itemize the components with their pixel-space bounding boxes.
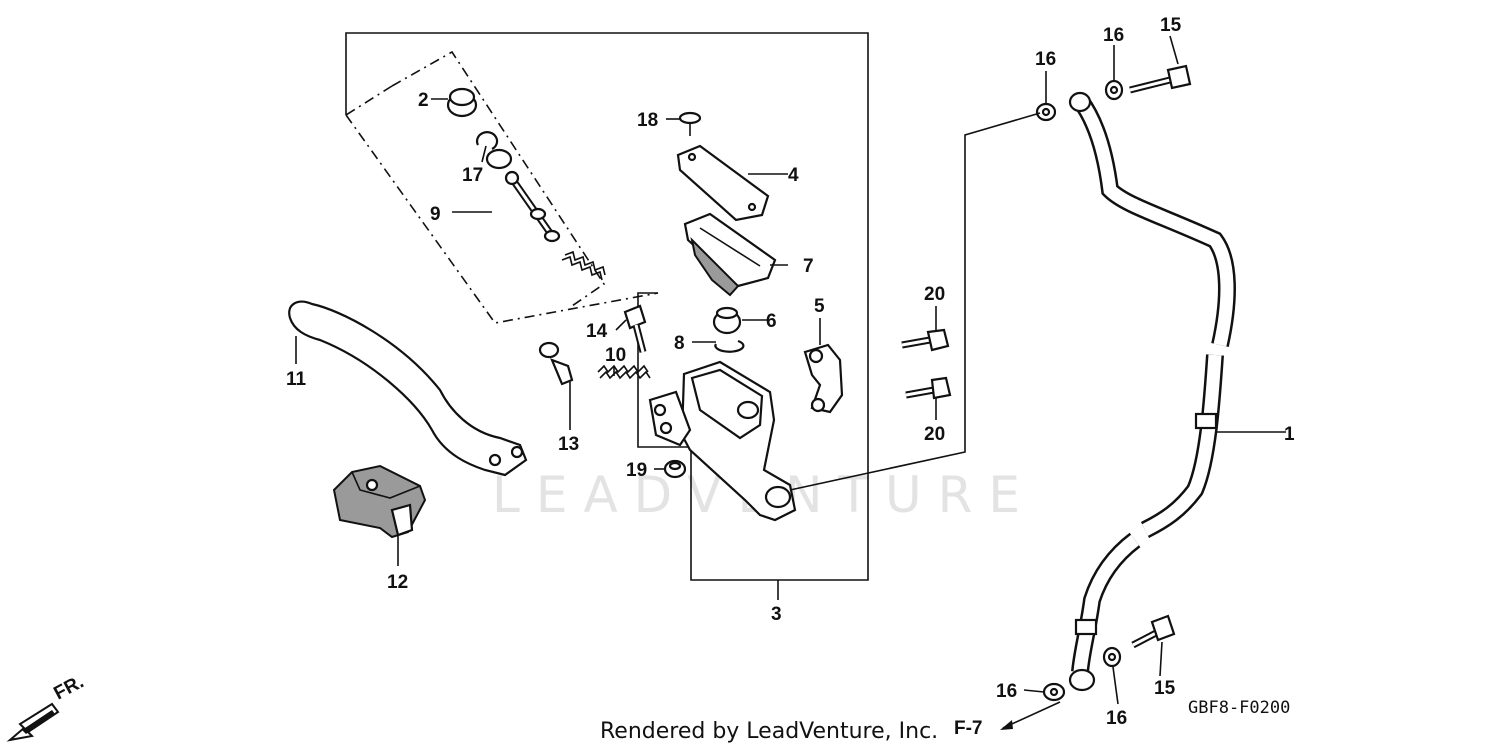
callout-1: 1 <box>1284 424 1295 445</box>
callout-10: 10 <box>605 345 626 366</box>
callout-9: 9 <box>430 204 441 225</box>
part-10-spring <box>597 364 651 380</box>
part-8-circlip <box>714 339 745 353</box>
callout-5: 5 <box>814 296 825 317</box>
figure-code: GBF8-F0200 <box>1188 698 1290 718</box>
callout-16-b: 16 <box>1103 25 1124 46</box>
callout-16-a: 16 <box>1035 49 1056 70</box>
svg-text:F-7: F-7 <box>954 718 983 739</box>
callout-6: 6 <box>766 311 777 332</box>
callout-14: 14 <box>586 321 608 342</box>
callout-11: 11 <box>286 369 307 390</box>
footer-credit: Rendered by LeadVenture, Inc. <box>600 719 938 744</box>
part-11-lever <box>288 300 528 477</box>
master-cylinder-body <box>648 360 797 522</box>
callout-2: 2 <box>418 90 429 111</box>
part-16-washer-d <box>1102 646 1122 668</box>
part-6-boot <box>712 306 742 335</box>
svg-text:FR.: FR. <box>50 672 87 705</box>
callout-8: 8 <box>674 333 685 354</box>
callout-15-lower: 15 <box>1154 678 1176 699</box>
reference-arrow-f7: F-7 <box>954 701 1061 739</box>
part-16-washer-a <box>1035 102 1057 122</box>
callout-7: 7 <box>803 256 814 277</box>
callout-20-upper: 20 <box>924 284 945 305</box>
callout-17: 17 <box>462 165 483 186</box>
assembly-frame-9 <box>345 50 659 324</box>
callout-15-upper: 15 <box>1160 15 1182 36</box>
part-7-diaphragm <box>683 212 777 297</box>
part-19-nut <box>663 459 687 479</box>
callout-3: 3 <box>771 604 782 625</box>
part-18-screw <box>678 111 702 136</box>
callout-4: 4 <box>788 165 799 186</box>
part-4-reservoir-cap <box>676 144 770 222</box>
front-direction-arrow: FR. <box>6 672 87 742</box>
part-9-piston-set <box>504 170 606 281</box>
callout-20-lower: 20 <box>924 424 945 445</box>
callout-12: 12 <box>387 572 408 593</box>
part-5-holder <box>803 343 844 414</box>
part-16-washer-b <box>1104 79 1124 101</box>
part-1-brake-hose <box>1068 91 1236 692</box>
part-12-lever-cover <box>332 464 427 539</box>
part-15-banjo-bolt-upper <box>1129 64 1192 94</box>
part-15-banjo-bolt-lower <box>1131 614 1176 649</box>
part-13-nut <box>538 341 574 386</box>
part-16-washer-c <box>1042 682 1066 702</box>
callout-19: 19 <box>626 460 647 481</box>
part-20-bolt-lower <box>905 376 952 400</box>
part-20-bolt-upper <box>901 328 950 352</box>
part-2-boot <box>446 87 478 118</box>
callout-16-c: 16 <box>996 681 1017 702</box>
connection-line <box>789 112 1041 491</box>
leader-lines <box>295 35 1286 705</box>
part-17-circlip <box>475 131 513 170</box>
callout-16-d: 16 <box>1106 708 1127 729</box>
callout-18: 18 <box>637 110 658 131</box>
part-14-pivot-bolt <box>623 304 647 353</box>
callout-13: 13 <box>558 434 579 455</box>
